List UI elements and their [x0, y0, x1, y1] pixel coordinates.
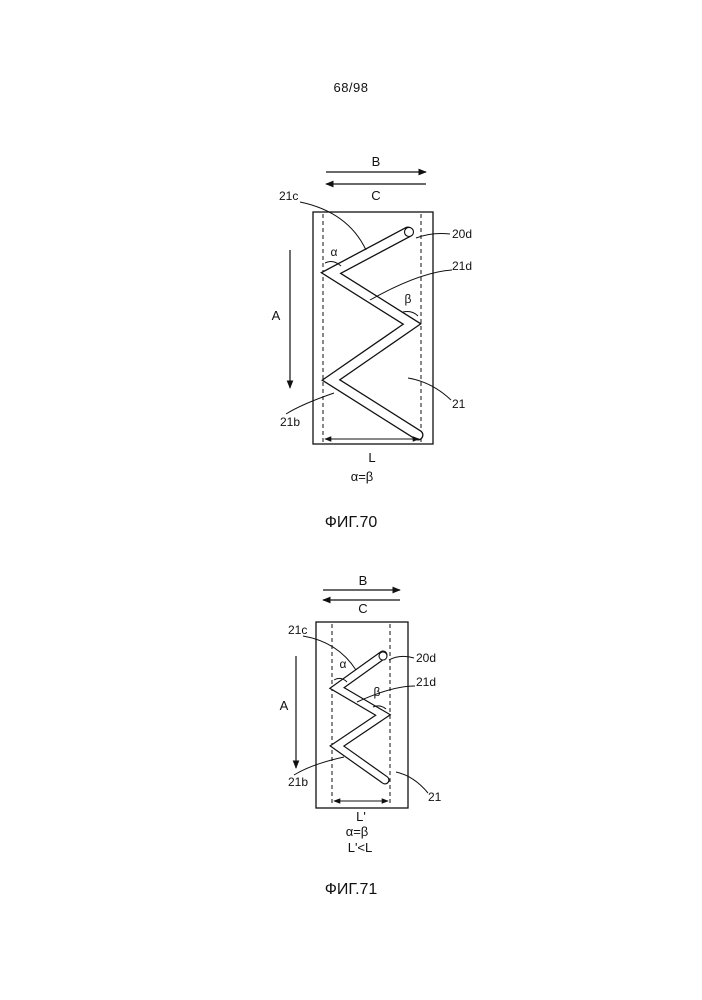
angle-alpha-label: α — [331, 245, 338, 259]
leader-21b — [286, 393, 334, 414]
leader-20d — [389, 656, 414, 660]
arrow-a-label: A — [280, 698, 289, 713]
hole-20d — [379, 652, 387, 660]
width-label: L — [368, 450, 375, 465]
relation-label: α=β — [351, 469, 374, 484]
leader-21 — [396, 772, 428, 793]
zigzag-slot — [331, 232, 418, 435]
leader-21 — [408, 378, 451, 400]
angle-alpha-label: α — [340, 657, 347, 671]
relation-label-1: α=β — [346, 824, 369, 839]
label-20d: 20d — [416, 651, 436, 665]
arrow-a-label: A — [272, 308, 281, 323]
relation-label-2: L'<L — [348, 840, 373, 855]
zigzag-slot — [337, 655, 385, 780]
arrow-b-label: B — [372, 154, 381, 169]
label-21c: 21c — [279, 189, 298, 203]
arrow-b-label: B — [359, 573, 368, 588]
figure-70-caption: ФИГ.70 — [0, 514, 702, 532]
figure-70: B C A α β L α=β 21c 20d 21d 21b — [272, 154, 472, 484]
element-outline — [316, 622, 408, 808]
leader-21b — [294, 757, 344, 775]
leader-21c — [300, 202, 366, 250]
label-20d: 20d — [452, 227, 472, 241]
label-21b: 21b — [280, 415, 300, 429]
arrow-c-label: C — [358, 601, 367, 616]
width-label: L' — [356, 809, 366, 824]
label-21: 21 — [428, 790, 442, 804]
arrow-c-label: C — [371, 188, 380, 203]
label-21b: 21b — [288, 775, 308, 789]
figure-71: B C A α β L' α=β L'<L 21c 20d 21d 21b 21 — [280, 573, 442, 855]
hole-20d — [405, 228, 414, 237]
figure-71-caption: ФИГ.71 — [0, 881, 702, 899]
angle-beta-label: β — [405, 292, 412, 306]
label-21c: 21c — [288, 623, 307, 637]
leader-21c — [303, 636, 356, 670]
leader-21d — [357, 686, 415, 702]
label-21d: 21d — [452, 259, 472, 273]
label-21: 21 — [452, 397, 466, 411]
label-21d: 21d — [416, 675, 436, 689]
angle-beta-label: β — [374, 685, 381, 699]
